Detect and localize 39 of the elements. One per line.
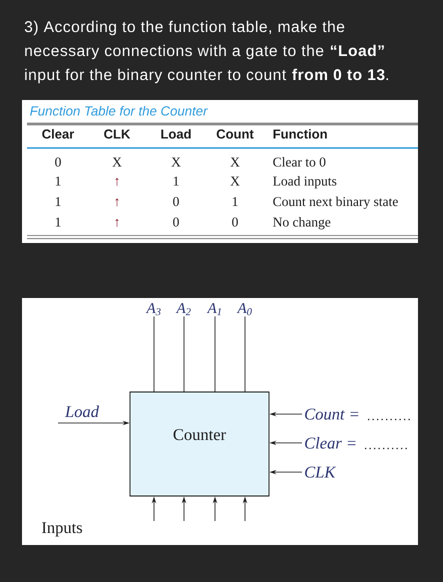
output-line xyxy=(214,316,216,392)
table-cell: X xyxy=(112,158,122,166)
table-cell: ↑ xyxy=(115,178,119,186)
column-header: CLK xyxy=(104,129,130,139)
table-cell: X xyxy=(171,158,181,166)
table-cell: ↑ xyxy=(115,218,119,227)
edge-label: Load xyxy=(64,404,100,418)
signal-label: CLK xyxy=(305,466,336,478)
table-cell: 1 xyxy=(56,218,61,226)
output-label: A$_{0}$ xyxy=(236,303,252,316)
table-title: Function Table for the Counter xyxy=(30,106,208,116)
table-cell: No change xyxy=(273,217,330,230)
column-header: Clear xyxy=(42,129,74,139)
signal-label: Inputs xyxy=(42,522,82,537)
output-label: A$_{2}$ xyxy=(176,303,191,316)
counter-block: Counter xyxy=(130,392,270,496)
column-header: Count xyxy=(216,129,254,139)
column-header: Load xyxy=(161,129,191,139)
table-cell: 1 xyxy=(56,197,61,206)
output-line xyxy=(244,316,246,392)
table-cell: 0 xyxy=(173,218,179,227)
table-cell: ↑ xyxy=(115,198,119,206)
table-cell: 0 xyxy=(55,158,61,167)
output-label: A$_{1}$ xyxy=(206,303,221,316)
table-cell: 1 xyxy=(174,176,179,186)
output-label: A$_{3}$ xyxy=(146,303,161,316)
signal-label: Clear = xyxy=(305,437,356,449)
table-cell: X xyxy=(230,158,240,166)
table-cell: 1 xyxy=(232,197,238,206)
table-cell: Count next binary state xyxy=(273,196,398,209)
table-cell: 1 xyxy=(56,176,61,186)
question-text: 3) According to the function table, make the necessary connections with a gate to the “Load” input for the binary counter to count from 0 to 13. xyxy=(24,20,388,84)
table-cell: Load inputs xyxy=(273,176,336,188)
table-cell: 0 xyxy=(232,218,238,227)
table-cell: X xyxy=(230,176,240,186)
table-cell: 0 xyxy=(173,197,179,206)
table-cell: Clear to 0 xyxy=(273,157,326,167)
signal-label: Count = xyxy=(305,408,358,420)
column-header: Function xyxy=(274,129,327,139)
